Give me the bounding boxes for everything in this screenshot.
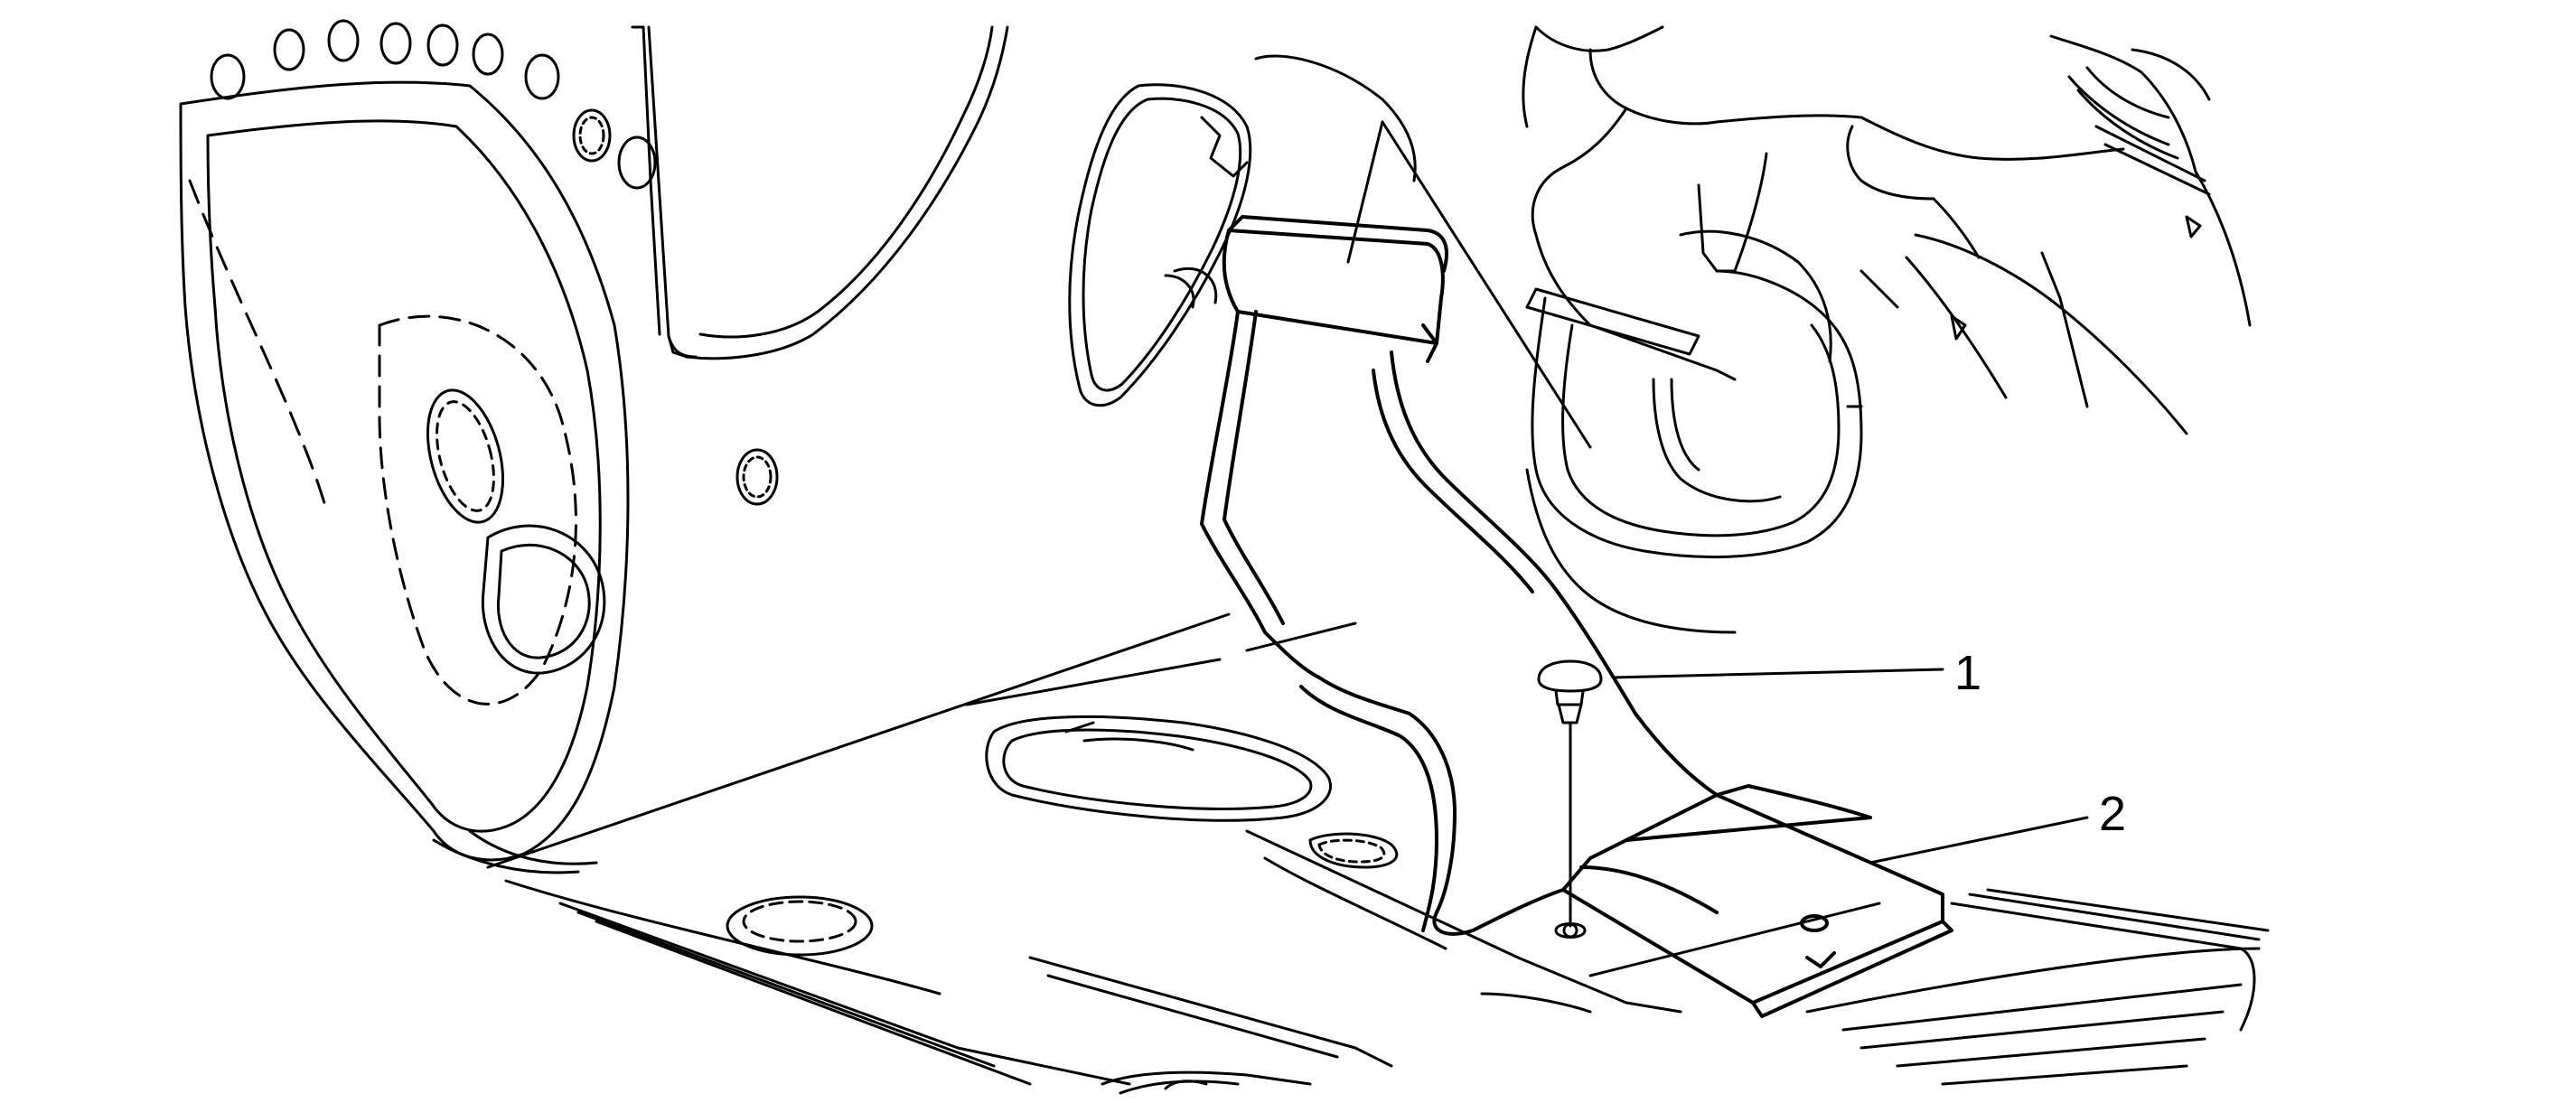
center-pillar bbox=[632, 27, 1007, 359]
side-vent bbox=[1070, 85, 1251, 406]
floor-pan bbox=[488, 614, 2268, 1093]
leader-line-duct-b bbox=[1382, 122, 1590, 447]
leader-lines bbox=[1348, 122, 2087, 863]
leader-line-1 bbox=[1613, 669, 1943, 678]
callout-label-1: 1 bbox=[1954, 646, 1982, 700]
dashboard-structure bbox=[1256, 27, 2250, 434]
center-console bbox=[1527, 271, 1861, 632]
leader-line-2 bbox=[1870, 818, 2087, 863]
body-holes bbox=[211, 21, 777, 504]
left-wheelhouse bbox=[181, 82, 628, 873]
fastener bbox=[1539, 661, 1601, 938]
air-duct bbox=[1202, 217, 1952, 1016]
callout-label-2: 2 bbox=[2099, 787, 2127, 841]
leader-line-duct-a bbox=[1348, 122, 1382, 262]
